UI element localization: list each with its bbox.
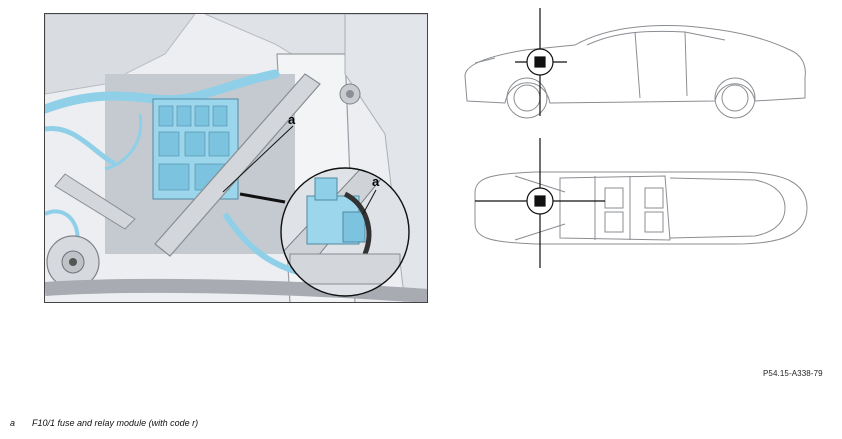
side-view-rear-wheel xyxy=(714,77,756,119)
side-view-front-wheel xyxy=(506,77,548,119)
callout-a-main: a xyxy=(288,112,296,127)
legend-text: F10/1 fuse and relay module (with code r… xyxy=(32,418,199,428)
component-illustration: a a xyxy=(44,13,428,303)
vehicle-outline-drawing xyxy=(464,8,808,268)
figure-reference-code: P54.15-A338-79 xyxy=(763,369,823,378)
callout-a-zoom: a xyxy=(372,174,380,189)
engine-bay-drawing: a a xyxy=(45,14,427,302)
side-view-body xyxy=(464,25,806,104)
vehicle-location-views xyxy=(455,8,825,308)
legend-item: a F10/1 fuse and relay module (with code … xyxy=(10,418,198,428)
legend-key: a xyxy=(10,418,16,428)
location-marker-top xyxy=(475,138,605,268)
top-view-body xyxy=(474,171,808,245)
location-marker-side xyxy=(515,8,567,116)
